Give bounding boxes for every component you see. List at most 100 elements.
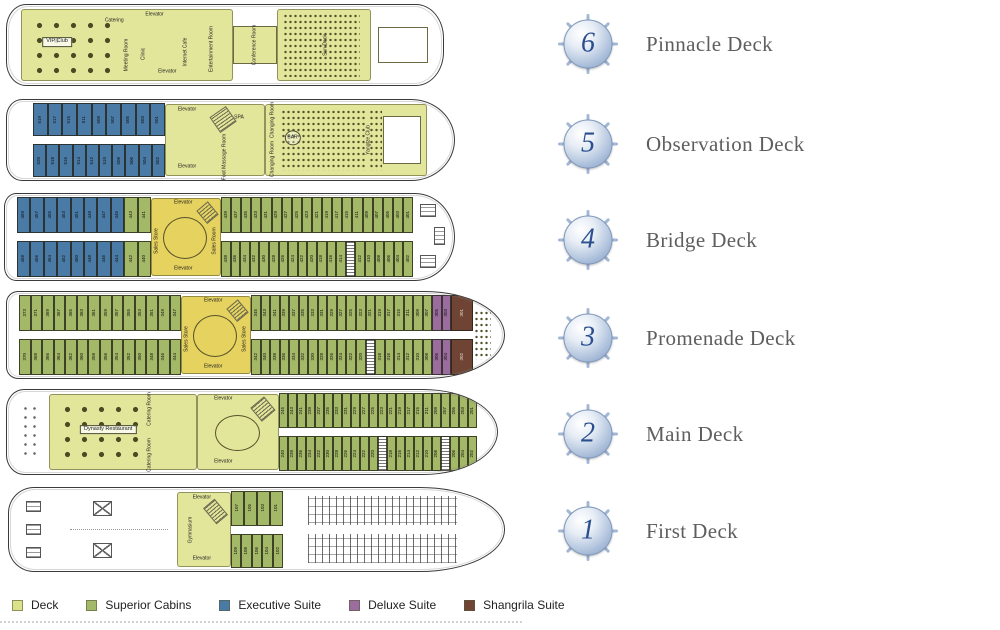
cabin-339: 339 <box>279 295 290 331</box>
deck-badge-icon: 2 <box>556 402 620 466</box>
badge-circle: 3 <box>563 313 613 363</box>
cabin-106: 106 <box>251 533 263 568</box>
room-label: Elevator <box>214 395 233 402</box>
stairs-shape <box>250 396 277 422</box>
cabin-354: 354 <box>111 339 124 375</box>
room-label: Catering <box>104 17 124 24</box>
cabin-346: 346 <box>157 339 170 375</box>
cabin-334: 334 <box>289 339 299 375</box>
cabin-207: 207 <box>441 393 450 428</box>
cabin-333: 333 <box>308 295 318 331</box>
cabin-444: 444 <box>110 241 125 277</box>
room-label: Sales Room <box>211 227 218 255</box>
circle-shape <box>215 414 261 451</box>
cabin-504: 504 <box>138 144 152 177</box>
room-label: SPA <box>234 114 244 121</box>
cabin-457: 457 <box>30 197 44 233</box>
hull-space <box>9 294 19 376</box>
cabin-412: 412 <box>355 241 365 277</box>
eqbox-shape <box>26 501 41 513</box>
cabin-447: 447 <box>97 197 111 233</box>
cabin-318: 318 <box>375 339 385 375</box>
legend-item-deck: Deck <box>12 598 58 612</box>
cabin-239: 239 <box>306 393 315 428</box>
deck-name-label: Bridge Deck <box>646 227 758 252</box>
cabin-446: 446 <box>97 241 111 277</box>
legend-item-shangrila: Shangrila Suite <box>464 598 565 612</box>
stair-cell <box>378 436 387 471</box>
cabin-370: 370 <box>19 339 31 375</box>
cabin-342: 342 <box>251 339 261 375</box>
room-label: Internet Cafe <box>182 37 189 67</box>
cabin-310: 310 <box>413 339 423 375</box>
room-label: Changing Room <box>269 140 276 177</box>
cabin-520: 520 <box>33 144 47 177</box>
cabin-227: 227 <box>360 393 369 428</box>
cabin-332: 332 <box>298 339 309 375</box>
cabin-360: 360 <box>76 339 89 375</box>
room-label: Dynasty Restaurant <box>80 424 137 435</box>
deck-name-label: Main Deck <box>646 421 744 446</box>
cabin-335: 335 <box>298 295 309 331</box>
cabin-327: 327 <box>336 295 347 331</box>
cabin-358: 358 <box>88 339 101 375</box>
cabin-436: 436 <box>230 241 241 277</box>
cabin-217: 217 <box>405 393 414 428</box>
room-label: Sales Store <box>152 227 159 254</box>
cabin-452: 452 <box>57 241 71 277</box>
cabin-507: 507 <box>106 103 122 136</box>
cabin-219: 219 <box>396 393 405 428</box>
cabin-234: 234 <box>306 436 315 471</box>
stair-cell <box>365 339 376 375</box>
dotted-divider <box>0 621 522 623</box>
hull-space <box>9 102 33 178</box>
cabin-422: 422 <box>297 241 308 277</box>
room-label: Elevator <box>214 458 233 465</box>
deck-list-item-3: 3 Promenade Deck <box>556 306 796 370</box>
cabin-301: 301 <box>451 295 474 331</box>
cabin-456: 456 <box>30 241 44 277</box>
xbox-shape <box>93 543 113 558</box>
cabin-448: 448 <box>84 241 98 277</box>
cabin-329: 329 <box>327 295 337 331</box>
room-label: Changing Room <box>269 101 276 138</box>
cabin-420: 420 <box>307 241 317 277</box>
cabin-302: 302 <box>451 339 474 375</box>
cabin-223: 223 <box>378 393 387 428</box>
cabin-245: 245 <box>279 393 288 428</box>
eqbox-shape <box>420 255 436 269</box>
legend-swatch-deck <box>12 599 23 611</box>
stairs-shape <box>209 105 237 133</box>
cabin-328: 328 <box>317 339 328 375</box>
cabin-435: 435 <box>241 197 252 233</box>
cabin-429: 429 <box>271 197 282 233</box>
cabin-348: 348 <box>146 339 158 375</box>
legend-label: Deck <box>31 598 59 612</box>
room-label: Elevator <box>145 11 164 18</box>
cabin-238: 238 <box>288 436 297 471</box>
legend-label: Executive Suite <box>238 598 322 612</box>
cabin-315: 315 <box>394 295 404 331</box>
deck-badge-icon: 5 <box>556 112 620 176</box>
badge-circle: 6 <box>563 19 613 69</box>
cabin-349: 349 <box>157 295 170 331</box>
cabin-437: 437 <box>231 197 242 233</box>
room-label: Elevator <box>158 68 177 74</box>
cabin-515: 515 <box>62 103 78 136</box>
deck-name-label: Pinnacle Deck <box>646 31 774 56</box>
cabin-424: 424 <box>288 241 298 277</box>
cabin-331: 331 <box>317 295 328 331</box>
cabin-337: 337 <box>289 295 299 331</box>
badge-circle: 5 <box>563 119 613 169</box>
